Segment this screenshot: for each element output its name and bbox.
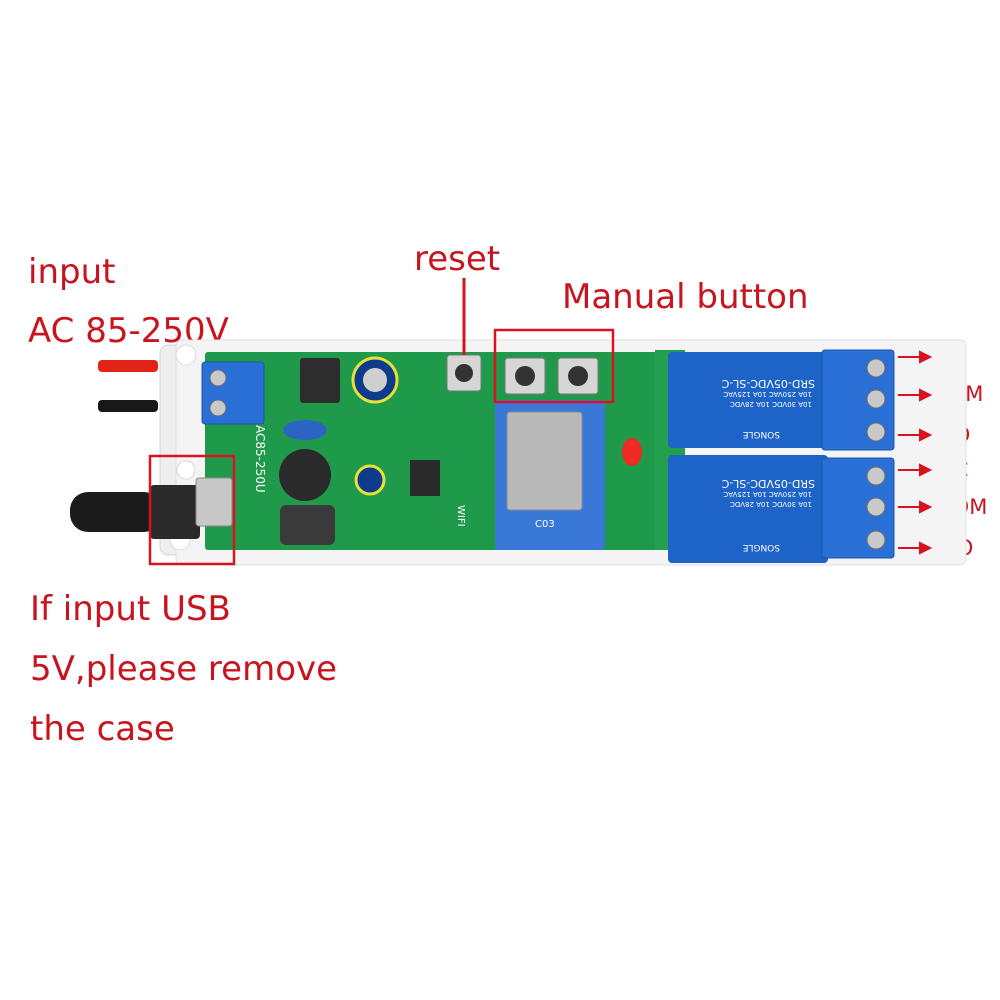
usb-note-line3: the case (30, 709, 175, 749)
usb-plug (150, 485, 200, 539)
screw-icon (866, 389, 886, 409)
relay2-model: SRD-05VDC-SL-C (721, 477, 815, 490)
usb-cable (70, 492, 162, 532)
reset-label: reset (414, 239, 501, 279)
screw-icon (209, 369, 227, 387)
board-power-label: AC85-250U (253, 425, 267, 493)
reset-button[interactable] (455, 364, 473, 382)
inductor (279, 449, 331, 501)
wifi-shield (506, 411, 583, 511)
relay1-rating-1: 10A 250VAC 10A 125VAC (723, 390, 812, 398)
input-terminal-block (201, 361, 265, 425)
case-screw-hole (175, 344, 197, 366)
manual-button-highlight-box (493, 328, 615, 404)
relay2-rating-1: 10A 250VAC 10A 125VAC (723, 490, 812, 498)
status-led (622, 438, 642, 466)
usb-note-line2: 5V,please remove (30, 649, 338, 689)
board-wifi-label: WIFI (455, 505, 466, 527)
relay1-model: SRD-05VDC-SL-C (721, 377, 815, 390)
terminal-arrows (898, 350, 933, 555)
capacitor (354, 464, 386, 496)
screw-icon (866, 466, 886, 486)
screw-icon (866, 530, 886, 550)
screw-icon (866, 497, 886, 517)
manual-button-2[interactable] (568, 366, 588, 386)
component (283, 420, 327, 440)
screw-icon (209, 399, 227, 417)
relay-2 (668, 455, 828, 563)
relay1-brand: SONGLE (742, 429, 780, 439)
relay-1 (668, 352, 828, 448)
screw-icon (866, 422, 886, 442)
black-wire (98, 400, 158, 412)
case-screw-hole (176, 460, 196, 480)
chip (410, 460, 440, 496)
screw-icon (866, 358, 886, 378)
manual-button-label: Manual button (562, 277, 809, 317)
usb-note-line1: If input USB (30, 589, 231, 629)
relay2-brand: SONGLE (742, 542, 780, 552)
red-wire (98, 360, 158, 372)
coil (280, 505, 335, 545)
relay2-rating-2: 10A 30VDC 10A 28VDC (730, 500, 812, 508)
relay1-rating-2: 10A 30VDC 10A 28VDC (730, 400, 812, 408)
capacitor (363, 368, 387, 392)
micro-usb-port (195, 477, 233, 527)
manual-button-1[interactable] (515, 366, 535, 386)
component (300, 358, 340, 403)
module-label: C03 (535, 519, 555, 530)
input-label: input (28, 252, 116, 292)
usb-highlight-box (148, 454, 236, 566)
